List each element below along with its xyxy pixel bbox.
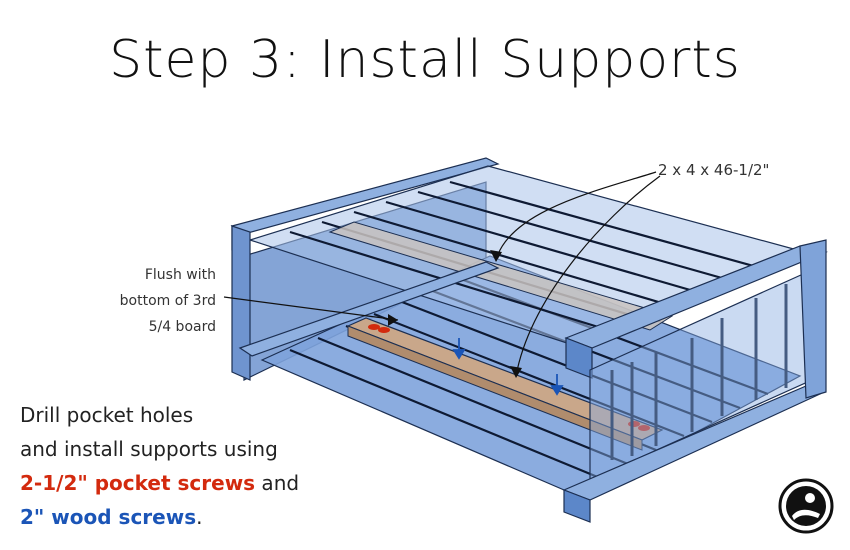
instructions-line4: 2" wood screws. xyxy=(20,500,299,534)
logo-icon xyxy=(778,478,834,534)
upper-support xyxy=(328,221,674,331)
flush-callout-line3: 5/4 board xyxy=(148,319,216,335)
support-board-edge xyxy=(347,325,643,451)
flush-callout: Flush with bottom of 3rd 5/4 board xyxy=(96,262,216,340)
callout-arrowhead xyxy=(388,314,398,326)
period-text: . xyxy=(196,505,203,529)
wood-screw-arrows xyxy=(452,338,564,396)
end-slats xyxy=(610,284,788,460)
left-bottom-rail xyxy=(238,261,500,357)
left-leg xyxy=(231,225,251,381)
callout-arrowhead xyxy=(490,250,502,262)
pocket-screws-text: 2-1/2" pocket screws xyxy=(20,471,256,495)
instructions-line3: 2-1/2" pocket screws and xyxy=(20,466,299,500)
and-text: and xyxy=(255,471,300,495)
front-leg xyxy=(799,239,827,399)
dimension-callout: 2 x 4 x 46-1/2" xyxy=(658,161,770,179)
instructions: Drill pocket holes and install supports … xyxy=(20,398,299,534)
instructions-line1: Drill pocket holes xyxy=(20,403,194,427)
front-top-rail-front xyxy=(565,337,593,379)
flush-callout-line2: bottom of 3rd xyxy=(119,293,216,309)
callout-lines xyxy=(223,171,661,377)
flush-callout-line1: Flush with xyxy=(144,267,216,283)
front-bottom-rail-front xyxy=(563,489,591,523)
page-title: Step 3: Install Supports xyxy=(109,30,741,90)
instructions-line2: and install supports using xyxy=(20,437,278,461)
wood-screws-text: 2" wood screws xyxy=(20,505,197,529)
callout-arrowhead xyxy=(510,366,522,378)
